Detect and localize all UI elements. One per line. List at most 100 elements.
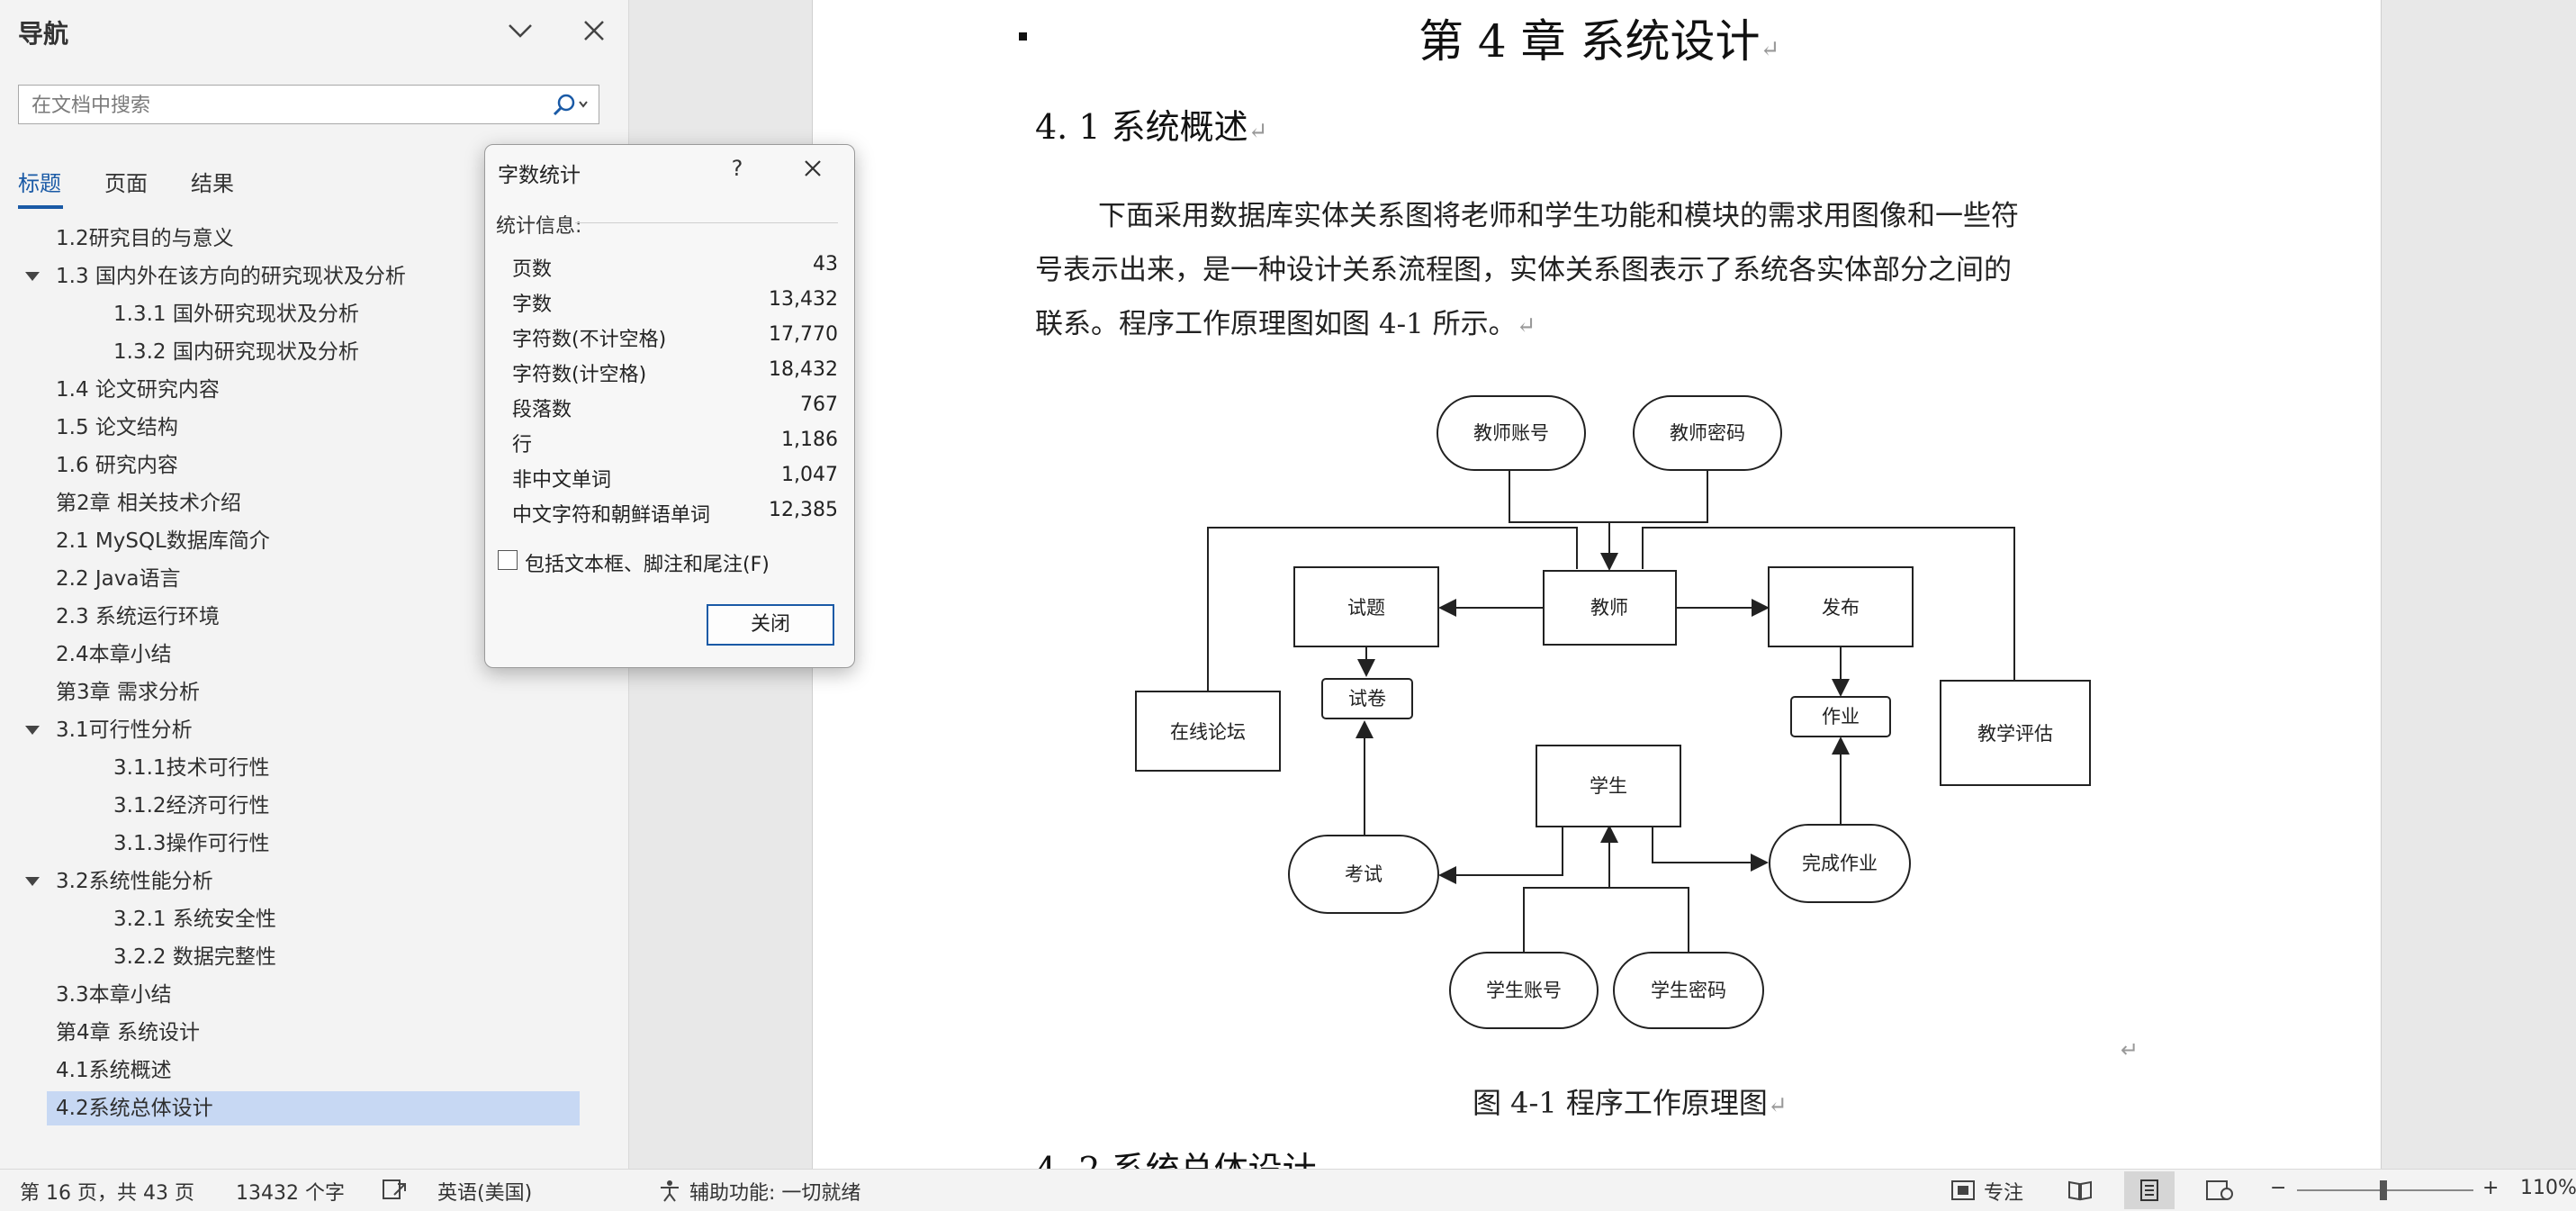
outline-item[interactable]: 3.2.2 数据完整性 (113, 945, 276, 969)
include-textboxes-checkbox[interactable] (498, 550, 518, 570)
zoom-out-button[interactable]: − (2270, 1177, 2287, 1199)
close-icon[interactable] (578, 14, 610, 47)
return-mark: ↵ (2121, 1037, 2139, 1062)
print-layout-icon[interactable] (2137, 1179, 2162, 1206)
focus-mode-label[interactable]: 专注 (1984, 1182, 2024, 1205)
nav-title: 导航 (18, 19, 69, 49)
node-teacher-password: 教师密码 (1670, 422, 1745, 444)
word-count-dialog: 字数统计 ? 统计信息: 页数 43 字数 13,432 字符数(不计空格) 1… (484, 144, 855, 668)
stat-value: 1,186 (781, 429, 838, 451)
outline-item[interactable]: 1.4 论文研究内容 (56, 378, 220, 402)
stat-value: 18,432 (769, 358, 838, 381)
stat-value: 13,432 (769, 288, 838, 311)
outline-item[interactable]: 3.1.2经济可行性 (113, 794, 270, 818)
stat-row: 段落数 767 (512, 393, 838, 428)
stat-value: 43 (813, 253, 838, 276)
read-mode-icon[interactable] (2067, 1179, 2094, 1206)
paragraph-line[interactable]: 下面采用数据库实体关系图将老师和学生功能和模块的需求用图像和一些符 (1098, 200, 2019, 232)
stat-value: 1,047 (781, 464, 838, 486)
stat-label: 页数 (512, 258, 553, 281)
outline-item[interactable]: 3.2系统性能分析 (56, 870, 213, 893)
outline-item[interactable]: 1.6 研究内容 (56, 454, 178, 477)
collapse-triangle-icon[interactable] (25, 272, 40, 281)
outline-item[interactable]: 1.3.2 国内研究现状及分析 (113, 340, 359, 364)
outline-item[interactable]: 第2章 相关技术介绍 (56, 492, 241, 515)
active-tab-indicator (18, 205, 63, 209)
node-forum: 在线论坛 (1170, 721, 1246, 743)
proofing-icon[interactable] (382, 1179, 407, 1206)
language-indicator[interactable]: 英语(美国) (437, 1182, 533, 1205)
collapse-triangle-icon[interactable] (25, 726, 40, 735)
stat-value: 17,770 (769, 323, 838, 346)
stat-row: 非中文单词 1,047 (512, 464, 838, 498)
figure-caption[interactable]: 图 4-1 程序工作原理图↵ (1473, 1086, 1788, 1120)
outline-item[interactable]: 第4章 系统设计 (56, 1021, 200, 1044)
node-complete-homework: 完成作业 (1802, 853, 1878, 874)
next-heading-clip: 4. 2 系统总体设计 (1035, 1142, 1413, 1169)
outline-item[interactable]: 2.1 MySQL数据库简介 (56, 529, 270, 553)
tab-headings[interactable]: 标题 (18, 171, 61, 196)
help-button[interactable]: ? (731, 156, 743, 181)
close-button[interactable]: 关闭 (707, 604, 834, 646)
collapse-triangle-icon[interactable] (25, 877, 40, 886)
node-student: 学生 (1590, 775, 1627, 797)
status-bar: 第 16 页，共 43 页 13432 个字 英语(美国) 辅助功能: 一切就绪… (0, 1169, 2576, 1211)
dialog-title: 字数统计 (498, 164, 581, 187)
divider (575, 222, 838, 223)
paragraph-line[interactable]: 联系。程序工作原理图如图 4-1 所示。↵ (1035, 308, 1536, 340)
web-layout-icon[interactable] (2205, 1179, 2234, 1206)
stat-label: 字符数(不计空格) (512, 329, 667, 351)
section-title[interactable]: 4. 1 系统概述↵ (1035, 107, 1268, 147)
zoom-in-button[interactable]: + (2482, 1177, 2499, 1199)
accessibility-status[interactable]: 辅助功能: 一切就绪 (689, 1182, 861, 1205)
zoom-slider-thumb[interactable] (2380, 1180, 2387, 1200)
search-input[interactable] (19, 86, 555, 125)
stat-label: 行 (512, 434, 533, 456)
outline-item[interactable]: 1.5 论文结构 (56, 416, 178, 439)
focus-mode-icon[interactable] (1950, 1179, 1977, 1206)
search-box (18, 85, 599, 125)
outline-item[interactable]: 1.3 国内外在该方向的研究现状及分析 (56, 265, 406, 288)
stat-row: 行 1,186 (512, 429, 838, 463)
outline-item[interactable]: 4.1系统概述 (56, 1059, 172, 1082)
outline-item[interactable]: 2.2 Java语言 (56, 567, 181, 591)
search-icon[interactable] (550, 91, 593, 118)
next-section-heading[interactable]: 4. 2 系统总体设计 (1035, 1142, 1317, 1169)
tab-pages[interactable]: 页面 (104, 171, 148, 196)
outline-item[interactable]: 2.4本章小结 (56, 643, 172, 666)
outline-item[interactable]: 2.3 系统运行环境 (56, 605, 220, 628)
zoom-level[interactable]: 110% (2520, 1177, 2576, 1199)
node-student-account: 学生账号 (1486, 980, 1562, 1001)
include-textboxes-label[interactable]: 包括文本框、脚注和尾注(F) (525, 554, 770, 576)
outline-item[interactable]: 3.1.3操作可行性 (113, 832, 270, 855)
word-count[interactable]: 13432 个字 (236, 1182, 345, 1205)
tab-results[interactable]: 结果 (191, 171, 234, 196)
outline-item[interactable]: 3.1可行性分析 (56, 718, 193, 742)
node-exam: 考试 (1345, 863, 1383, 885)
outline-item[interactable]: 3.2.1 系统安全性 (113, 908, 276, 931)
close-icon[interactable] (797, 152, 829, 185)
outline-item[interactable]: 3.3本章小结 (56, 983, 172, 1007)
outline-item[interactable]: 1.3.1 国外研究现状及分析 (113, 303, 359, 326)
stat-label: 字符数(计空格) (512, 364, 647, 386)
stat-label: 非中文单词 (512, 469, 612, 492)
stat-row: 页数 43 (512, 253, 838, 287)
node-teacher-account: 教师账号 (1473, 422, 1549, 444)
paragraph-line[interactable]: 号表示出来，是一种设计关系流程图，实体关系图表示了系统各实体部分之间的 (1035, 254, 2012, 286)
stat-row: 字符数(计空格) 18,432 (512, 358, 838, 393)
page-count[interactable]: 第 16 页，共 43 页 (20, 1182, 194, 1205)
stats-heading: 统计信息: (496, 215, 582, 238)
outline-item[interactable]: 1.2研究目的与意义 (56, 227, 234, 250)
chevron-down-icon[interactable] (504, 14, 536, 47)
node-student-password: 学生密码 (1651, 980, 1726, 1001)
stat-row: 中文字符和朝鲜语单词 12,385 (512, 499, 838, 533)
outline-item[interactable]: 3.1.1技术可行性 (113, 756, 270, 780)
outline-list: 1.2研究目的与意义 1.3 国内外在该方向的研究现状及分析 1.3.1 国外研… (0, 216, 628, 1152)
outline-item-selected[interactable]: 4.2系统总体设计 (47, 1091, 580, 1125)
flow-diagram: 教师账号 教师密码 试题 教师 发布 在线论坛 试卷 作业 教学评估 学生 考试… (1135, 395, 2091, 1029)
node-homework: 作业 (1822, 706, 1860, 728)
outline-item[interactable]: 第3章 需求分析 (56, 681, 200, 704)
accessibility-icon[interactable] (657, 1179, 682, 1206)
chapter-title[interactable]: 第 4 章 系统设计↵ (1419, 15, 1780, 68)
stat-value: 767 (800, 393, 838, 416)
